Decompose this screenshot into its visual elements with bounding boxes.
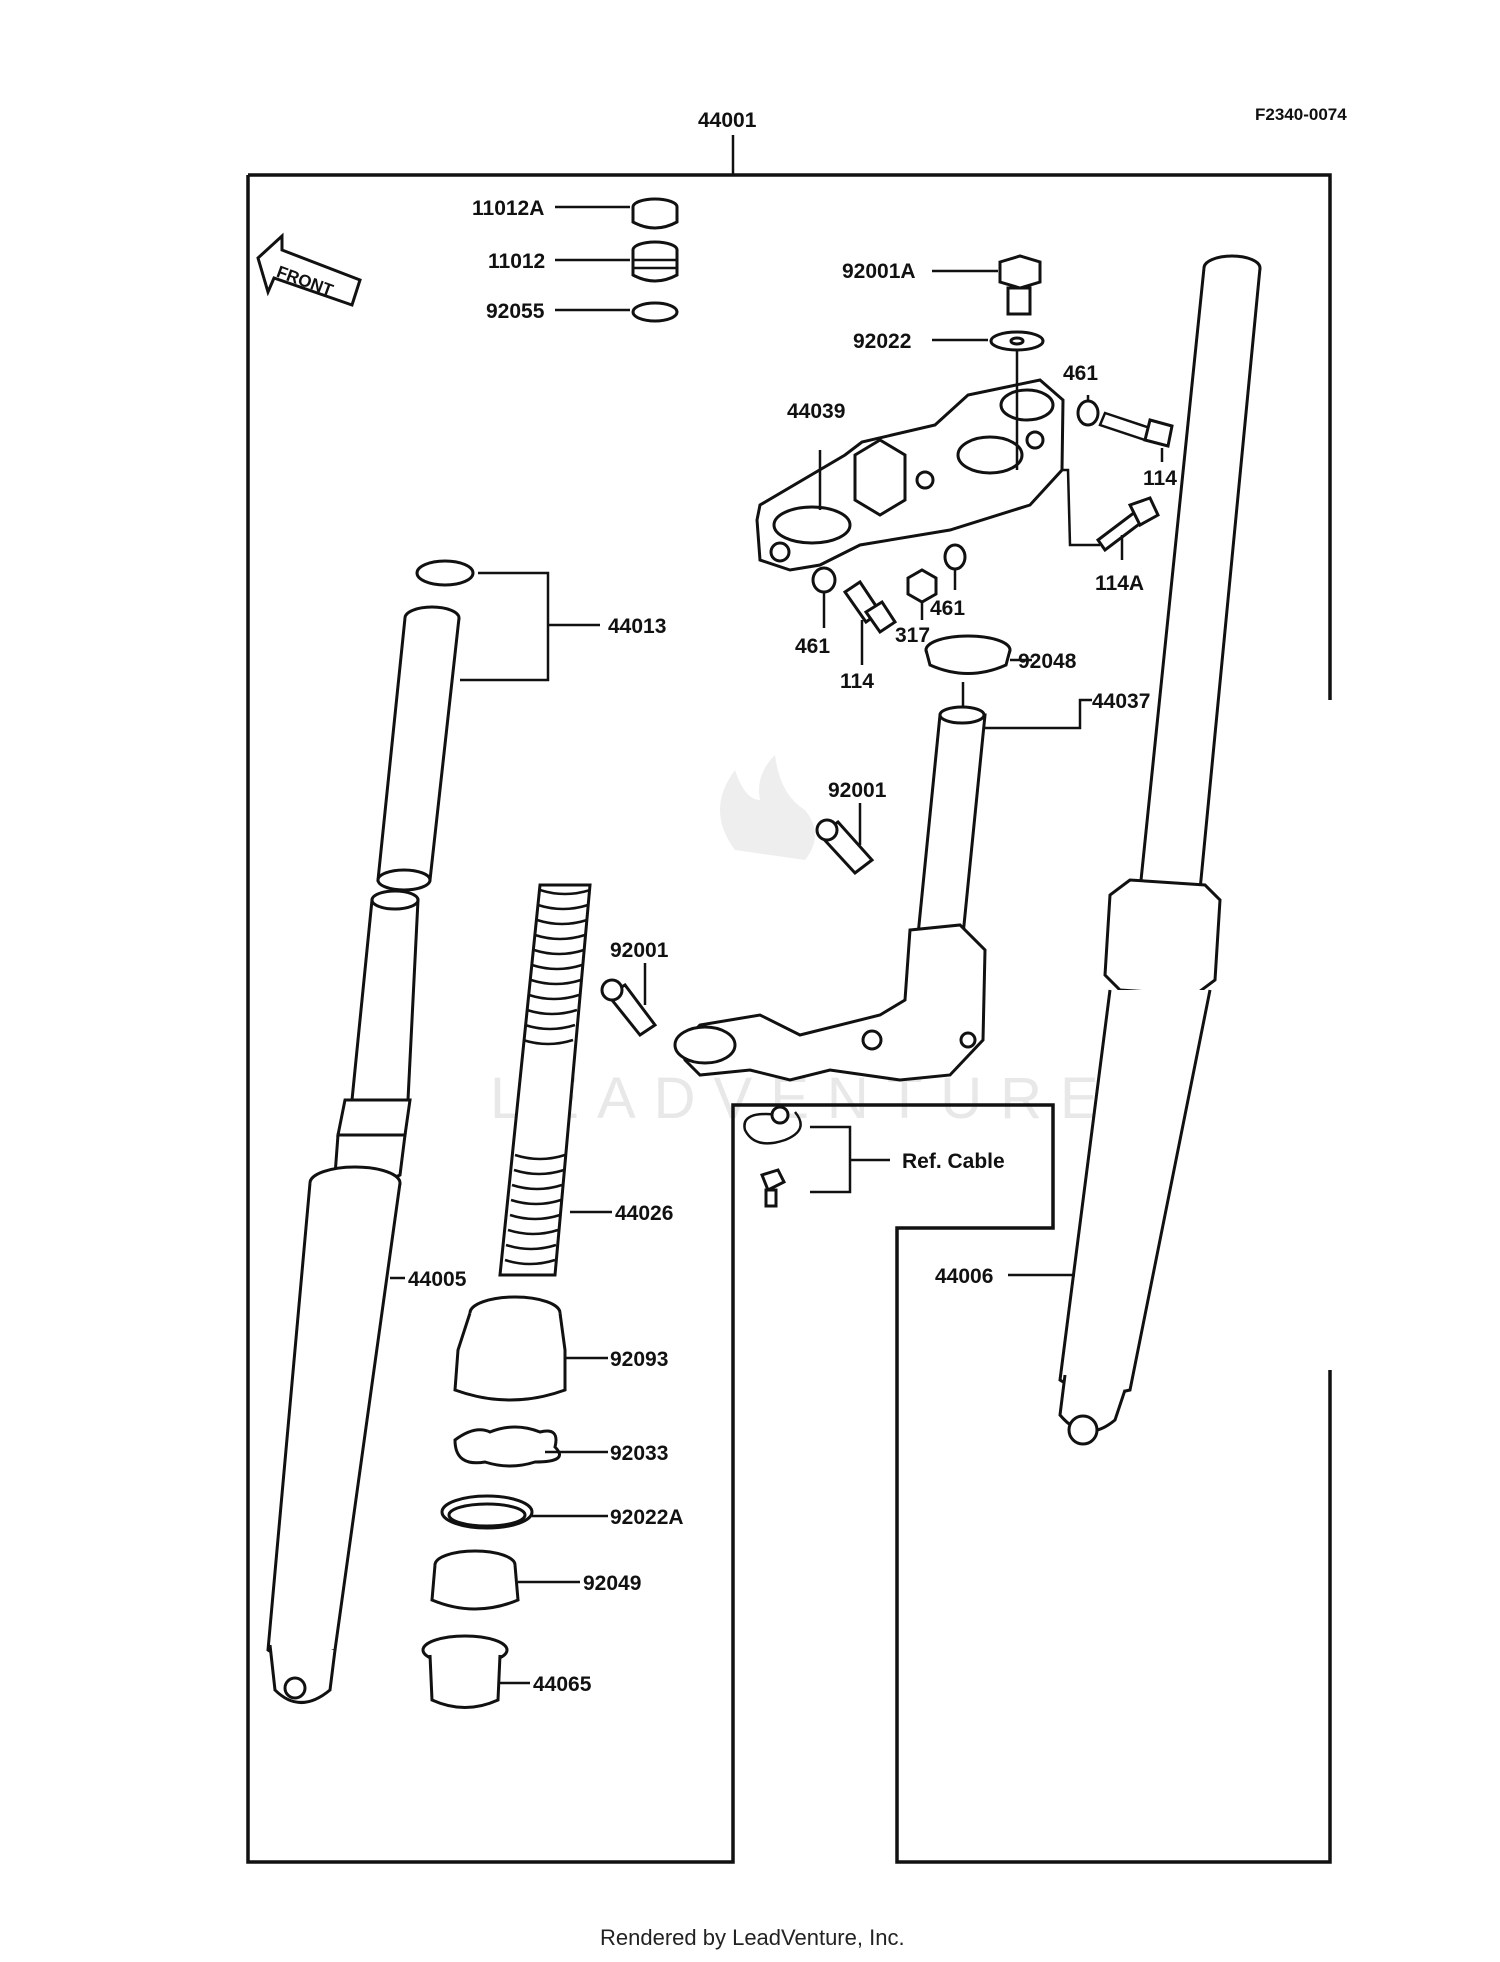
diagram-code: F2340-0074: [1255, 105, 1347, 124]
upper-bracket-44039: [755, 350, 1065, 572]
label-92055: 92055: [486, 300, 545, 323]
label-92001a: 92001A: [842, 260, 916, 283]
washer-92022: [989, 330, 1045, 352]
bush-44065: [421, 1634, 509, 1709]
label-461-upper: 461: [1063, 362, 1098, 385]
label-92022: 92022: [853, 330, 911, 353]
bolt-92001-mid: [600, 978, 658, 1038]
label-461-left: 461: [795, 635, 830, 658]
assembly-number: 44001: [698, 109, 757, 132]
label-317: 317: [895, 624, 930, 647]
oring-92055: [631, 301, 679, 323]
oil-seal-92049: [430, 1549, 520, 1611]
spring-44026: [498, 883, 592, 1277]
label-44005: 44005: [408, 1268, 467, 1291]
leader-114a-bracket: [1062, 468, 1100, 547]
dust-seal-92093: [453, 1295, 567, 1402]
damper-rod: [333, 889, 420, 1184]
label-44037: 44037: [1092, 690, 1150, 713]
label-92033: 92033: [610, 1442, 668, 1465]
label-461-mid: 461: [930, 597, 965, 620]
bolt-92001a: [998, 254, 1042, 316]
cable-screw: [760, 1168, 787, 1208]
label-11012: 11012: [488, 250, 545, 273]
steering-stem-44037: [673, 705, 987, 1082]
clip-92033: [453, 1425, 561, 1468]
label-92093: 92093: [610, 1348, 668, 1371]
label-92022a: 92022A: [610, 1506, 684, 1529]
label-11012a: 11012A: [472, 197, 544, 220]
cap-11012a: [631, 197, 679, 230]
washer-461-left: [811, 566, 837, 594]
bolt-114-lower: [842, 579, 898, 635]
label-92001-mid: 92001: [610, 939, 669, 962]
label-ref-cable: Ref. Cable: [902, 1150, 1005, 1173]
bolt-114-upper: [1098, 411, 1174, 448]
label-114a: 114A: [1095, 572, 1144, 595]
fork-leg-44006: [1058, 254, 1262, 1446]
plug-11012: [631, 240, 679, 283]
assembly-box-top: [248, 173, 1332, 700]
label-114-upper: 114: [1143, 467, 1177, 490]
seal-92048: [924, 634, 1012, 675]
washer-461-upper: [1076, 399, 1100, 427]
label-44006: 44006: [935, 1265, 993, 1288]
label-114-lower: 114: [840, 670, 874, 693]
outer-tube-44005: [266, 1165, 402, 1704]
leader-ref-cable: [810, 1125, 890, 1194]
footer-credit: Rendered by LeadVenture, Inc.: [600, 1925, 905, 1950]
nut-317: [906, 568, 938, 604]
washer-92022a: [440, 1494, 534, 1530]
part-labels: 11012A 11012 92055 92001A 92022 461 4403…: [408, 197, 1177, 1696]
leader-lines: [390, 205, 1164, 1685]
washer-461-mid: [943, 543, 967, 571]
cable-clip: [743, 1105, 802, 1145]
front-arrow: FRONT: [256, 232, 362, 307]
label-44026: 44026: [615, 1202, 673, 1225]
label-44039: 44039: [787, 400, 845, 423]
label-44065: 44065: [533, 1673, 592, 1696]
leader-44013: [460, 571, 600, 682]
label-92049: 92049: [583, 1572, 641, 1595]
bolt-114a: [1095, 496, 1160, 553]
label-92048: 92048: [1018, 650, 1077, 673]
label-92001-upper: 92001: [828, 779, 887, 802]
assembly-box-bottom: [246, 175, 1332, 1864]
bolt-92001-upper: [815, 818, 875, 876]
inner-tube-44013: [376, 559, 475, 892]
label-44013: 44013: [608, 615, 666, 638]
